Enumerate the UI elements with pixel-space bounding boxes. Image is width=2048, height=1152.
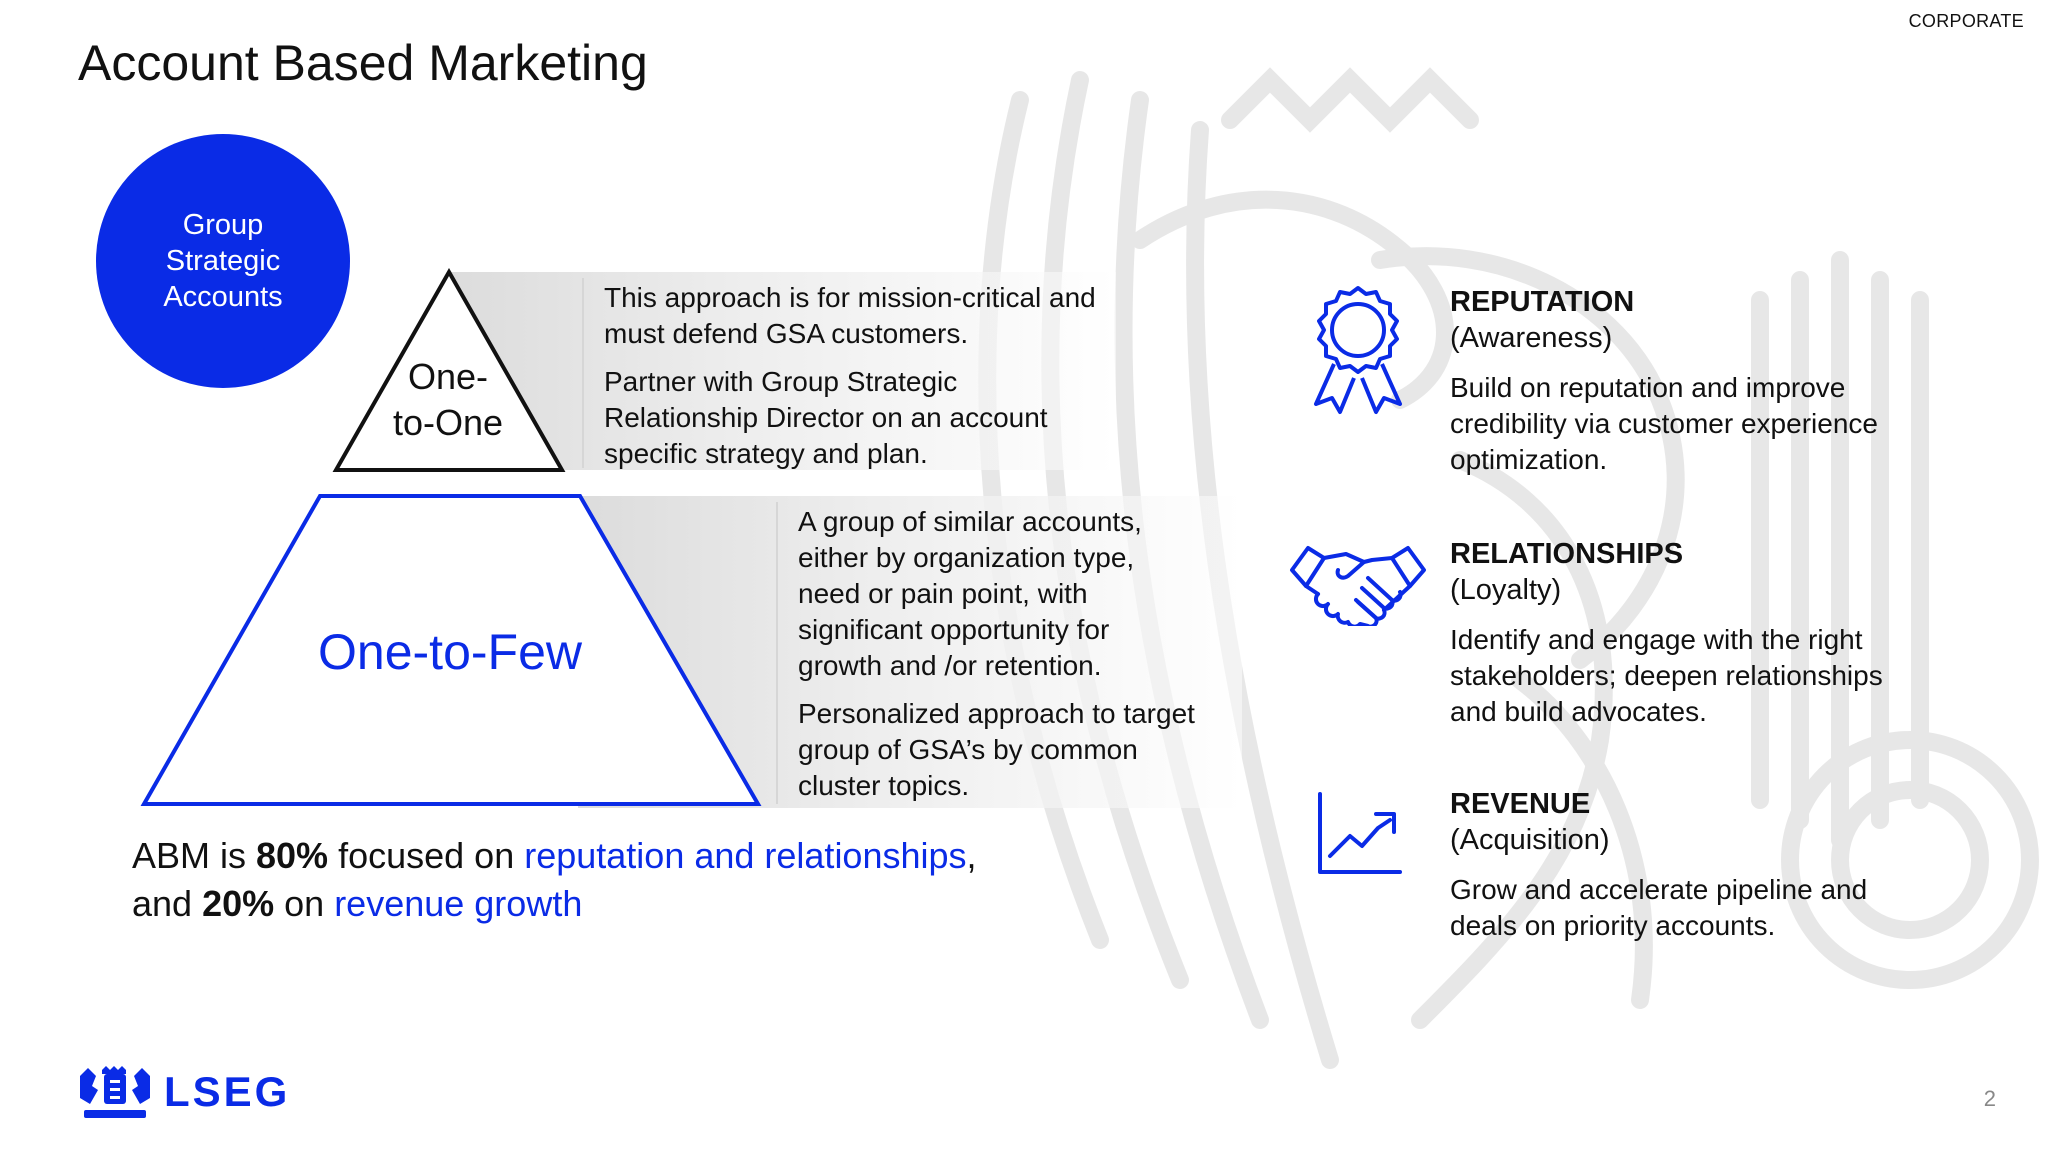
growth-chart-icon (1316, 792, 1406, 876)
tier-one-to-one-description: This approach is for mission-critical an… (604, 280, 1104, 484)
trapezoid-one-to-few-icon (140, 494, 762, 806)
handshake-icon (1288, 536, 1428, 626)
summary-text: , (966, 835, 977, 876)
pillar-reputation-subtitle: (Awareness) (1450, 322, 1613, 354)
summary-text: on (274, 883, 335, 924)
classification-label: CORPORATE (1908, 11, 2024, 31)
page-number: 2 (1983, 1086, 1996, 1111)
pillar-relationships: RELATIONSHIPS (Loyalty) Identify and eng… (1450, 536, 1930, 730)
tier-one-to-one-band (448, 272, 1116, 470)
slide-title: Account Based Marketing (78, 35, 648, 91)
summary-text: ABM is (132, 835, 257, 876)
pillar-relationships-title: RELATIONSHIPS (1450, 538, 1684, 570)
gsa-circle-label: Group Strategic Accounts (163, 209, 283, 313)
pillar-relationships-subtitle: (Loyalty) (1450, 574, 1562, 606)
pillar-relationships-description: Identify and engage with the right stake… (1450, 624, 1883, 727)
abm-focus-summary: ABM is 80% focused on reputation and rel… (132, 832, 1132, 928)
tier-one-to-one-divider (582, 278, 584, 468)
pillar-revenue-subtitle: (Acquisition) (1450, 824, 1610, 856)
tier-one-to-one-paragraph-1: This approach is for mission-critical an… (604, 282, 1096, 349)
summary-text: and (132, 883, 203, 924)
summary-highlight-reputation: reputation and relationships (524, 835, 967, 876)
tier-one-to-few-paragraph-2: Personalized approach to target group of… (798, 698, 1195, 801)
tier-one-to-one-label: One- to-One (392, 356, 504, 443)
summary-line-2: and 20% on revenue growth (132, 880, 1132, 928)
summary-line-1: ABM is 80% focused on reputation and rel… (132, 832, 1132, 880)
tier-one-to-few-divider (776, 502, 778, 804)
lseg-crest-logo-icon (80, 1066, 150, 1118)
tier-one-to-few-label: One-to-Few (318, 624, 582, 680)
pillar-revenue-title: REVENUE (1450, 788, 1591, 820)
summary-pct-80: 80% (256, 835, 329, 876)
pillar-reputation-title: REPUTATION (1450, 286, 1635, 318)
summary-highlight-revenue: revenue growth (334, 883, 583, 924)
tier-one-to-one-paragraph-2: Partner with Group Strategic Relationshi… (604, 366, 1048, 469)
summary-pct-20: 20% (202, 883, 275, 924)
award-ribbon-icon (1306, 284, 1410, 416)
pillar-revenue: REVENUE (Acquisition) Grow and accelerat… (1450, 786, 1930, 944)
summary-text: focused on (328, 835, 525, 876)
pillar-reputation: REPUTATION (Awareness) Build on reputati… (1450, 284, 1930, 478)
tier-one-to-few-description: A group of similar accounts, either by o… (798, 504, 1198, 816)
tier-one-to-few-paragraph-1: A group of similar accounts, either by o… (798, 506, 1142, 681)
lseg-logo-text: LSEG (164, 1068, 291, 1115)
triangle-one-to-one-icon (332, 268, 566, 472)
griffin-watermark-icon (978, 67, 2039, 1069)
pillar-reputation-description: Build on reputation and improve credibil… (1450, 372, 1878, 475)
pillar-revenue-description: Grow and accelerate pipeline and deals o… (1450, 874, 1868, 941)
gsa-circle: Group Strategic Accounts (96, 134, 350, 388)
